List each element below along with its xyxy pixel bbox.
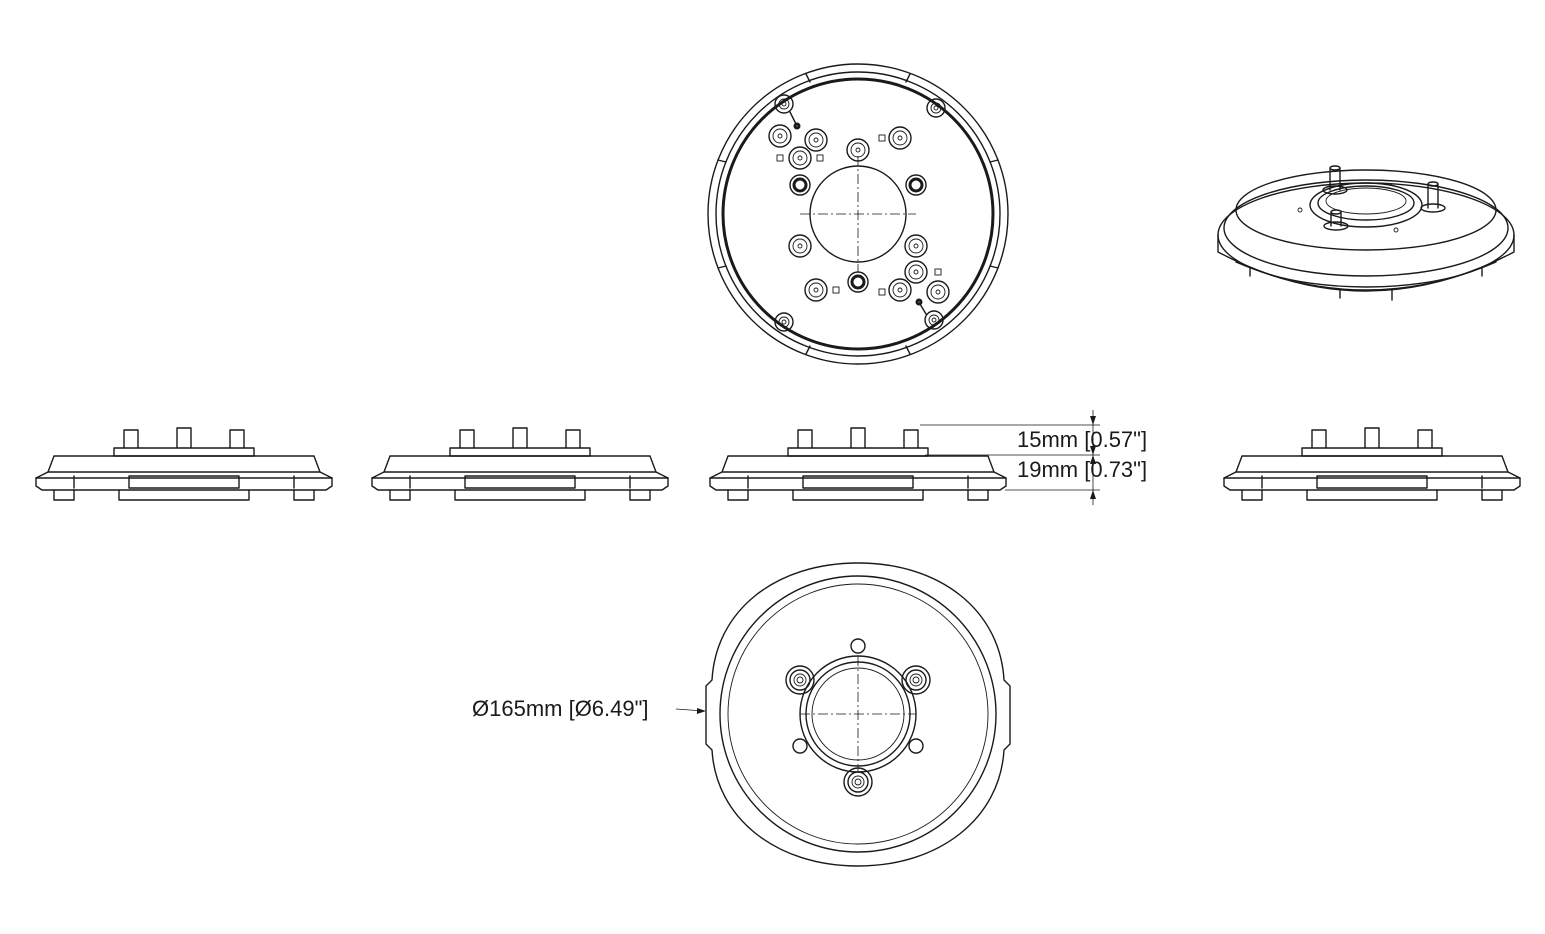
side-view-3 — [709, 427, 1007, 501]
diameter-label: Ø165mm [Ø6.49"] — [472, 696, 649, 721]
height-upper-label: 15mm [0.57"] — [1017, 427, 1147, 452]
side-view-2 — [371, 427, 669, 501]
height-dimension — [920, 410, 1100, 505]
side-view-4 — [1223, 427, 1521, 501]
diameter-dimension — [675, 708, 706, 714]
top-view — [707, 63, 1009, 365]
side-view-1 — [35, 427, 333, 501]
bottom-view — [705, 562, 1011, 867]
height-lower-label: 19mm [0.73"] — [1017, 457, 1147, 482]
isometric-view — [1217, 165, 1515, 301]
